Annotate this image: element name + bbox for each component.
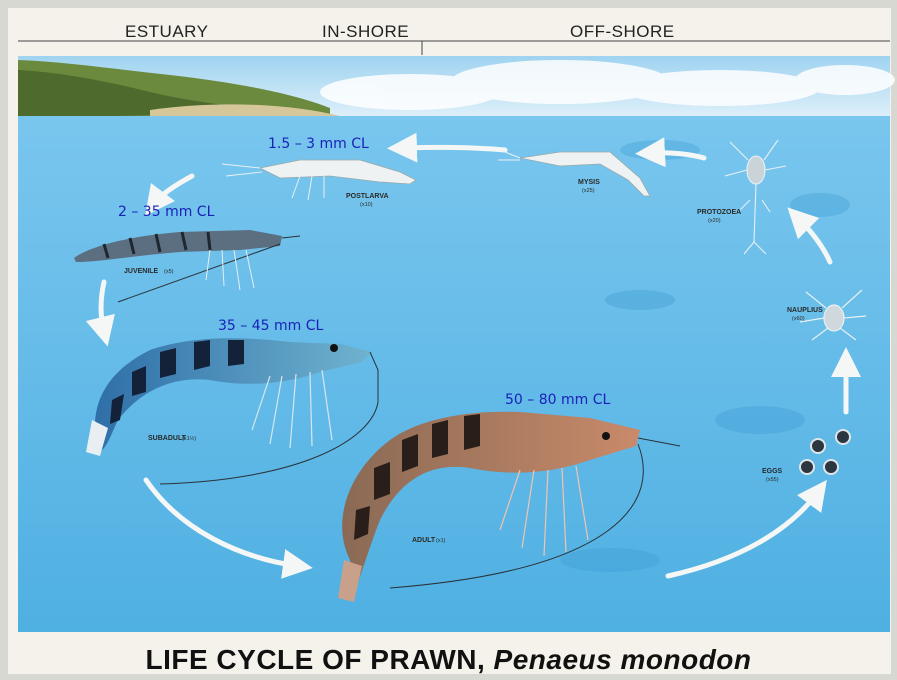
protozoea-label: PROTOZOEA xyxy=(697,209,741,216)
zone-in-shore: IN-SHORE xyxy=(322,22,409,42)
nauplius-scale: (x60) xyxy=(792,316,805,322)
eggs-label: EGGS xyxy=(762,468,783,475)
subadult-scale: (x1½) xyxy=(182,435,196,442)
postlarva-label: POSTLARVA xyxy=(346,193,389,200)
zone-estuary: ESTUARY xyxy=(125,22,209,42)
zone-header: ESTUARY IN-SHORE OFF-SHORE xyxy=(10,20,883,60)
title-species: Penaeus monodon xyxy=(494,644,752,675)
protozoea-scale: (x20) xyxy=(708,218,721,224)
eggs-scale: (x55) xyxy=(766,477,779,483)
mysis-label: MYSIS xyxy=(578,179,600,186)
mysis-scale: (x25) xyxy=(582,188,595,194)
arrow-juvenile-to-subadult xyxy=(101,282,104,332)
juvenile-label: JUVENILE xyxy=(124,268,159,275)
adult-scale: (x1) xyxy=(436,538,446,544)
postlarva-scale: (x10) xyxy=(360,202,373,208)
adult-size: 50 – 80 mm CL xyxy=(505,392,610,408)
zone-off-shore: OFF-SHORE xyxy=(570,22,675,42)
postlarva-size: 1.5 – 3 mm CL xyxy=(268,136,369,152)
subadult-size: 35 – 45 mm CL xyxy=(218,318,323,334)
arrow-mysis-to-postlarva xyxy=(402,147,505,150)
poster-title: LIFE CYCLE OF PRAWN, Penaeus monodon xyxy=(0,644,897,676)
adult-label: ADULT xyxy=(412,537,436,544)
subadult-label: SUBADULT xyxy=(148,435,187,442)
nauplius-label: NAUPLIUS xyxy=(787,307,823,314)
juvenile-size: 2 – 35 mm CL xyxy=(118,204,215,220)
title-main: LIFE CYCLE OF PRAWN, xyxy=(145,644,485,675)
juvenile-scale: (x5) xyxy=(164,269,174,275)
